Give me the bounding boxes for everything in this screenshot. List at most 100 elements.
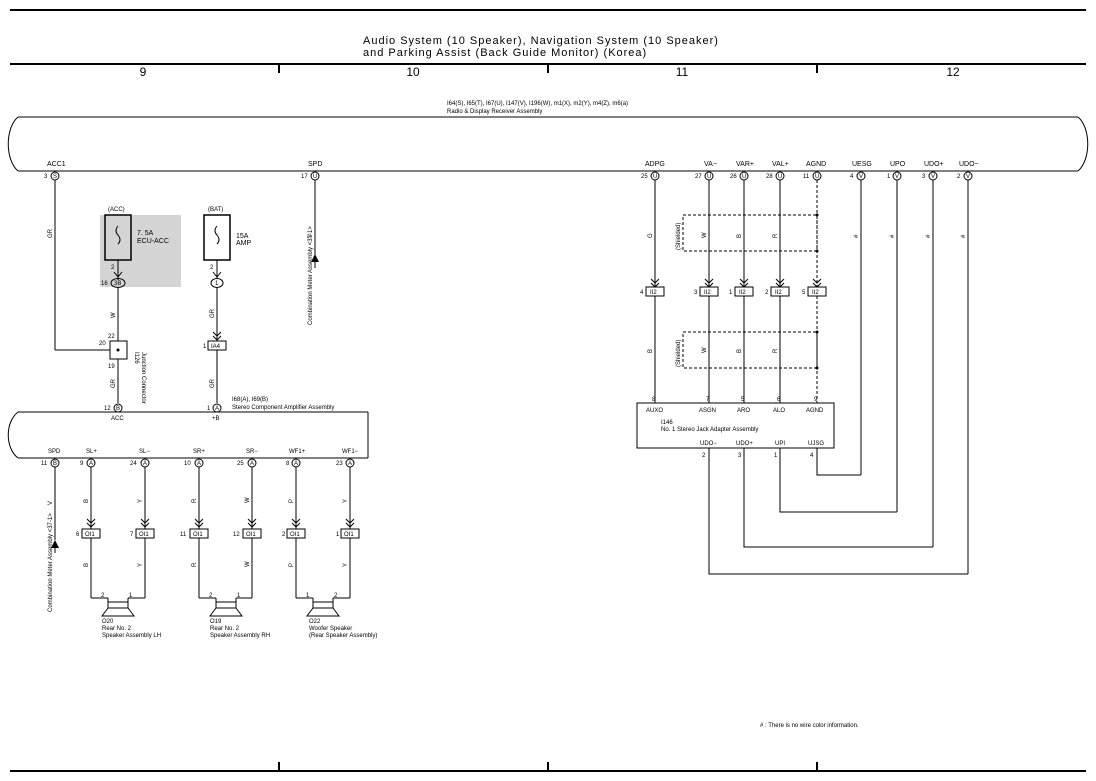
wire-color: Y: [343, 563, 349, 567]
connector-letter: B: [53, 461, 57, 467]
terminal-label: ADPG: [645, 161, 665, 168]
terminal-label: SL+: [86, 449, 97, 455]
wire-color: V: [308, 234, 314, 238]
wire-color: #: [854, 234, 860, 238]
pin-number: 1: [336, 532, 340, 538]
pin-number: 11: [180, 532, 187, 538]
speaker-icon: [312, 601, 334, 609]
terminal-label: SPD: [48, 449, 61, 455]
terminal-label: SR+: [193, 449, 205, 455]
amplifier-codes: I68(A), I69(B): [232, 397, 268, 403]
speaker-wires: B 6 OI1 B Y 7 OI1 Y R 11 OI1 R W 12 OI1 …: [76, 467, 360, 599]
connector-letter: 3B: [114, 281, 121, 287]
component-name: Rear No. 2: [210, 626, 240, 632]
connector-letter: A: [250, 461, 254, 467]
pin-number: 22: [108, 334, 115, 340]
component-name: Woofer Speaker: [309, 626, 352, 632]
terminal-label: SR−: [246, 449, 258, 455]
pin-number: 26: [730, 174, 737, 180]
connector-letter: A: [294, 461, 298, 467]
pin-number: 6: [777, 397, 781, 403]
fuse-rating: 15A: [236, 233, 249, 240]
speaker-o22: 1 2 O22 Woofer Speaker (Rear Speaker Ass…: [306, 593, 377, 639]
wire-color: R: [192, 498, 198, 503]
wire-color: V: [48, 501, 54, 505]
amplifier-assembly: I68(A), I69(B) Stereo Component Amplifie…: [7, 397, 369, 468]
pin-number: 2: [111, 265, 115, 271]
speaker-icon: [107, 601, 129, 609]
footnote: # : There is no wire color information.: [760, 723, 859, 729]
connector-letter: U: [742, 174, 746, 180]
connector-letter: U: [815, 174, 819, 180]
connector-letter: U: [653, 174, 657, 180]
component-code: O20: [102, 619, 114, 625]
terminal-label: ALO: [773, 408, 785, 414]
terminal-label: UPO: [890, 161, 906, 168]
pin-number: 4: [850, 174, 854, 180]
shielded-label: (Shielded): [676, 223, 682, 250]
amplifier-name: Stereo Component Amplifier Assembly: [232, 405, 334, 411]
terminal-label: AGND: [806, 408, 824, 414]
pin-number: 2: [209, 593, 213, 599]
connector-label: II2: [704, 290, 711, 296]
connector-letter: V: [931, 174, 935, 180]
spd-wire: V Combination Meter Assembly <37-1>: [308, 180, 319, 325]
pin-number: 7: [706, 397, 710, 403]
pin-number: 12: [233, 532, 240, 538]
wire-color: Y: [138, 563, 144, 567]
component-code: O19: [210, 619, 222, 625]
pin-number: 28: [766, 174, 773, 180]
fuse-supply: (ACC): [108, 207, 125, 213]
component-name: Speaker Assembly RH: [210, 633, 270, 639]
terminal-label: UDO−: [700, 441, 717, 447]
pin-number: 11: [41, 461, 48, 467]
wire-color: GR: [111, 378, 117, 388]
connector-label: OI1: [193, 532, 203, 538]
pin-number: 24: [130, 461, 137, 467]
pin-number: 2: [334, 593, 338, 599]
wire-color: B: [84, 499, 90, 503]
column-number: 10: [406, 65, 420, 79]
wire-color: B: [737, 349, 743, 353]
pin-number: 1: [306, 593, 310, 599]
pin-number: 9: [814, 397, 818, 403]
wire-color: Y: [343, 499, 349, 503]
terminal-label: AUXO: [646, 408, 663, 414]
terminal-label: ASGN: [699, 408, 716, 414]
wire-color: W: [245, 561, 251, 567]
connector-letter: A: [348, 461, 352, 467]
wire-color: W: [245, 497, 251, 503]
pin-number: 19: [108, 364, 115, 370]
pin-number: 25: [237, 461, 244, 467]
speaker-o20: 2 1 O20 Rear No. 2 Speaker Assembly LH: [101, 593, 161, 639]
terminal-label: VA−: [704, 161, 717, 168]
speaker-o19: 2 1 O19 Rear No. 2 Speaker Assembly RH: [209, 593, 270, 639]
wire-color: P: [289, 563, 295, 567]
diagram-title-line-2: and Parking Assist (Back Guide Monitor) …: [363, 47, 647, 59]
pin-number: 4: [640, 290, 644, 296]
pin-number: 2: [702, 453, 706, 459]
terminal-label: +B: [212, 416, 220, 422]
receiver-codes: I64(S), I65(T), I67(U), I147(V), I196(W)…: [447, 101, 628, 107]
diagram-title-line-1: Audio System (10 Speaker), Navigation Sy…: [363, 35, 719, 47]
terminal-label: AGND: [806, 161, 826, 168]
component-name: Junction Connector: [140, 352, 146, 404]
pin-number: 4: [810, 453, 814, 459]
component-code: I146: [661, 420, 673, 426]
pin-number: 5: [802, 290, 806, 296]
wire-color: B: [737, 234, 743, 238]
pin-number: 1: [729, 290, 733, 296]
connector-letter: U: [707, 174, 711, 180]
pin-number: 2: [765, 290, 769, 296]
wire-color: W: [111, 312, 117, 318]
connector-label: II2: [650, 290, 657, 296]
pin-number: 1: [774, 453, 778, 459]
component-code: I126: [133, 352, 139, 364]
wire-color: W: [702, 232, 708, 238]
component-name: No. 1 Stereo Jack Adapter Assembly: [661, 427, 758, 433]
wire-color: #: [961, 234, 967, 238]
fuse-block-shade: [100, 215, 181, 287]
pin-number: 1: [203, 344, 207, 350]
pin-number: 2: [101, 593, 105, 599]
